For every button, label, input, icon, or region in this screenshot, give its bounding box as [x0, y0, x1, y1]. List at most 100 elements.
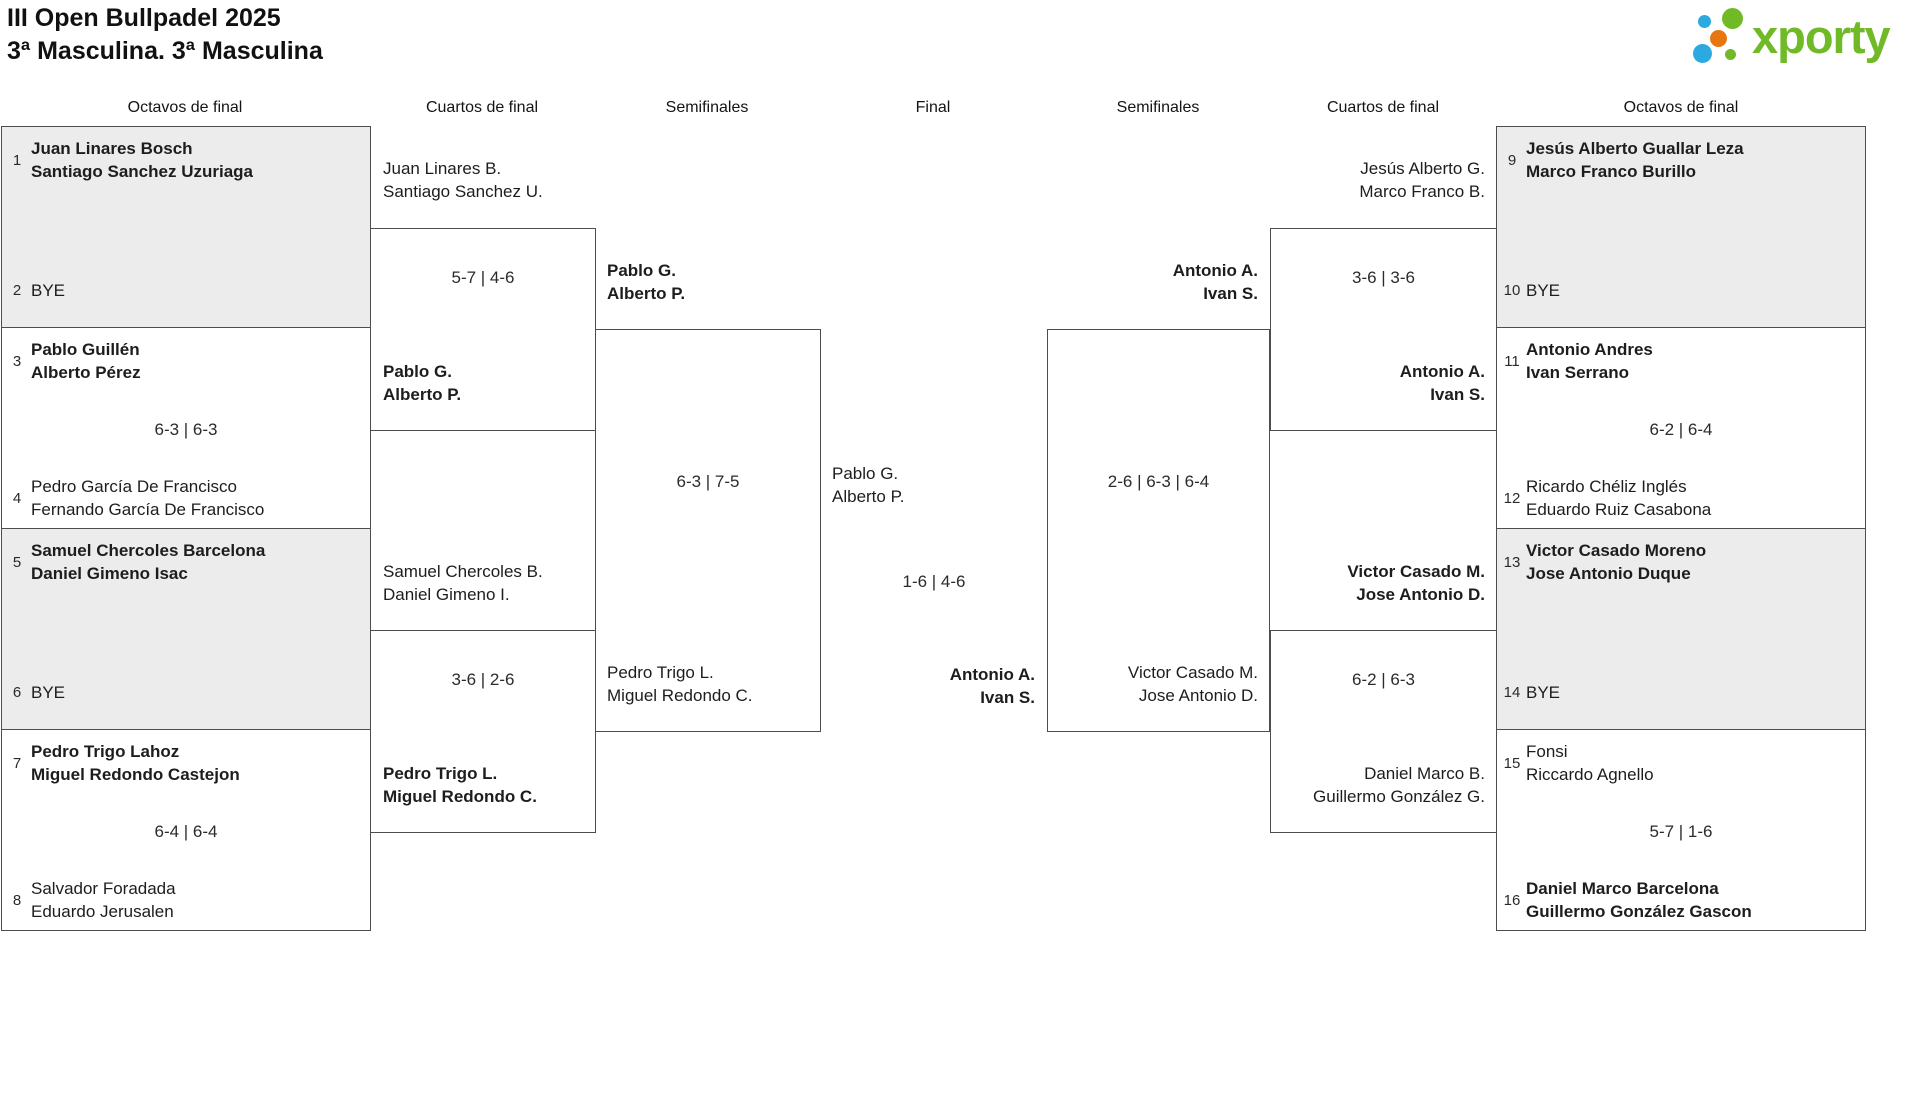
team-entry: 8 Salvador Foradada Eduardo Jerusalen	[2, 877, 176, 923]
match-score: 1-6 | 4-6	[902, 572, 966, 591]
team-name: Pedro Trigo L. Miguel Redondo C.	[383, 764, 537, 806]
round-header-octavos-left: Octavos de final	[127, 99, 243, 116]
team-entry: 10 BYE	[1497, 279, 1560, 302]
team-name: Jesús Alberto Guallar Leza Marco Franco …	[1526, 139, 1744, 181]
seed-number: 15	[1503, 754, 1521, 772]
match-score: 5-7 | 4-6	[451, 268, 515, 287]
logo-dot-blue-small	[1698, 15, 1711, 28]
team-name: Salvador Foradada Eduardo Jerusalen	[31, 879, 176, 921]
team-name: BYE	[31, 683, 66, 702]
team-entry: 11 Antonio Andres Ivan Serrano	[1497, 338, 1653, 384]
team-name: BYE	[31, 281, 66, 300]
team-entry: 12 Ricardo Chéliz Inglés Eduardo Ruiz Ca…	[1497, 475, 1712, 521]
team-entry: 5 Samuel Chercoles Barcelona Daniel Gime…	[2, 539, 266, 585]
round-header-octavos-right: Octavos de final	[1623, 99, 1739, 116]
logo-wordmark: xporty	[1752, 10, 1891, 63]
round-header-final: Final	[915, 99, 951, 116]
match-score: 5-7 | 1-6	[1649, 822, 1713, 841]
match-score: 6-3 | 7-5	[676, 472, 740, 491]
logo-dot-green-small	[1725, 49, 1736, 60]
r16-match-box-5: 9 Jesús Alberto Guallar Leza Marco Franc…	[1496, 126, 1866, 328]
qf-match-box-right-2	[1270, 630, 1497, 833]
seed-number: 7	[12, 754, 22, 772]
seed-number: 8	[12, 891, 22, 909]
category-subtitle: 3ª Masculina. 3ª Masculina	[7, 37, 323, 65]
team-name: Daniel Marco Barcelona Guillermo Gonzále…	[1526, 879, 1752, 921]
match-score: 6-4 | 6-4	[154, 822, 218, 841]
team-name: Pedro García De Francisco Fernando Garcí…	[31, 477, 265, 519]
seed-number: 12	[1503, 489, 1521, 507]
seed-number: 5	[12, 553, 22, 571]
team-entry: 9 Jesús Alberto Guallar Leza Marco Franc…	[1497, 137, 1744, 183]
logo-dot-orange	[1710, 30, 1727, 47]
team-entry: 4 Pedro García De Francisco Fernando Gar…	[2, 475, 265, 521]
team-name: Pablo G. Alberto P.	[832, 464, 905, 506]
team-entry: 7 Pedro Trigo Lahoz Miguel Redondo Caste…	[2, 740, 240, 786]
logo-dot-blue-large	[1693, 44, 1712, 63]
seed-number: 9	[1507, 151, 1517, 169]
round-header-cuartos-left: Cuartos de final	[425, 99, 539, 116]
logo-dot-green-large	[1722, 8, 1743, 29]
seed-number: 1	[12, 151, 22, 169]
team-name: Samuel Chercoles B. Daniel Gimeno I.	[383, 562, 543, 604]
sf-match-box-right	[1047, 329, 1270, 732]
r16-match-box-7: 13 Victor Casado Moreno Jose Antonio Duq…	[1496, 528, 1866, 730]
r16-match-box-4: 7 Pedro Trigo Lahoz Miguel Redondo Caste…	[1, 729, 371, 931]
team-name: Victor Casado M. Jose Antonio D.	[1347, 562, 1485, 604]
seed-number: 10	[1503, 282, 1521, 299]
team-name: Pablo G. Alberto P.	[383, 362, 462, 404]
qf-match-box-right-1	[1270, 228, 1497, 431]
seed-number: 14	[1503, 684, 1521, 701]
team-name: BYE	[1526, 683, 1561, 702]
team-name: Victor Casado M. Jose Antonio D.	[1127, 663, 1258, 705]
tournament-title: III Open Bullpadel 2025 3ª Masculina. 3ª…	[7, 2, 323, 68]
round-header-semis-left: Semifinales	[665, 99, 749, 116]
team-name: Pablo Guillén Alberto Pérez	[31, 340, 141, 382]
team-entry: 6 BYE	[2, 681, 65, 704]
r16-match-box-2: 3 Pablo Guillén Alberto Pérez 6-3 | 6-3 …	[1, 327, 371, 529]
sf-match-box-left	[595, 329, 821, 732]
team-name: Antonio A. Ivan S.	[1399, 362, 1485, 404]
team-name: Antonio A. Ivan S.	[1172, 261, 1258, 303]
match-score: 6-2 | 6-4	[1649, 420, 1713, 439]
team-entry: 1 Juan Linares Bosch Santiago Sanchez Uz…	[2, 137, 253, 183]
team-name: Samuel Chercoles Barcelona Daniel Gimeno…	[31, 541, 266, 583]
match-score: 6-2 | 6-3	[1351, 670, 1415, 689]
round-header-semis-right: Semifinales	[1116, 99, 1200, 116]
seed-number: 6	[12, 684, 22, 701]
r16-match-box-8: 15 Fonsi Riccardo Agnello 5-7 | 1-6 16 D…	[1496, 729, 1866, 931]
team-name: Antonio Andres Ivan Serrano	[1526, 340, 1653, 382]
team-name: Pedro Trigo Lahoz Miguel Redondo Castejo…	[31, 742, 240, 784]
tournament-name: III Open Bullpadel 2025	[7, 4, 281, 32]
team-entry: 2 BYE	[2, 279, 65, 302]
seed-number: 16	[1503, 891, 1521, 909]
r16-match-box-6: 11 Antonio Andres Ivan Serrano 6-2 | 6-4…	[1496, 327, 1866, 529]
team-name: Victor Casado Moreno Jose Antonio Duque	[1526, 541, 1707, 583]
match-score: 6-3 | 6-3	[154, 420, 218, 439]
match-score: 2-6 | 6-3 | 6-4	[1107, 472, 1210, 491]
seed-number: 11	[1504, 352, 1520, 370]
team-entry: 16 Daniel Marco Barcelona Guillermo Gonz…	[1497, 877, 1752, 923]
seed-number: 2	[12, 282, 22, 299]
team-name: Antonio A. Ivan S.	[949, 665, 1035, 707]
team-entry: 13 Victor Casado Moreno Jose Antonio Duq…	[1497, 539, 1706, 585]
team-name: Pedro Trigo L. Miguel Redondo C.	[607, 663, 753, 705]
team-name: Juan Linares Bosch Santiago Sanchez Uzur…	[31, 139, 253, 181]
seed-number: 4	[12, 489, 22, 507]
team-entry: 14 BYE	[1497, 681, 1560, 704]
r16-match-box-3: 5 Samuel Chercoles Barcelona Daniel Gime…	[1, 528, 371, 730]
match-score: 3-6 | 2-6	[451, 670, 515, 689]
match-score: 3-6 | 3-6	[1351, 268, 1415, 287]
team-name: Ricardo Chéliz Inglés Eduardo Ruiz Casab…	[1526, 477, 1712, 519]
team-name: BYE	[1526, 281, 1561, 300]
team-name: Pablo G. Alberto P.	[607, 261, 686, 303]
seed-number: 3	[12, 352, 22, 370]
round-header-cuartos-right: Cuartos de final	[1326, 99, 1440, 116]
team-name: Juan Linares B. Santiago Sanchez U.	[383, 159, 543, 201]
team-entry: 15 Fonsi Riccardo Agnello	[1497, 740, 1654, 786]
r16-match-box-1: 1 Juan Linares Bosch Santiago Sanchez Uz…	[1, 126, 371, 328]
team-name: Jesús Alberto G. Marco Franco B.	[1359, 159, 1485, 201]
team-entry: 3 Pablo Guillén Alberto Pérez	[2, 338, 141, 384]
seed-number: 13	[1503, 553, 1521, 571]
team-name: Daniel Marco B. Guillermo González G.	[1313, 764, 1485, 806]
